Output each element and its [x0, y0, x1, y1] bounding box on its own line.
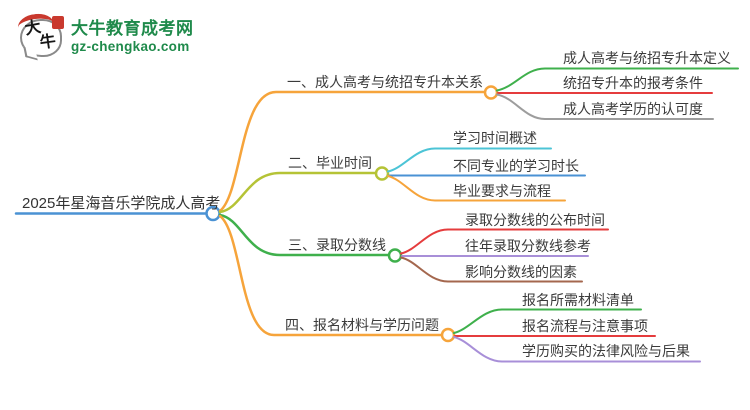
child-4-2-label: 报名流程与注意事项	[522, 318, 648, 334]
branch-3-label: 三、录取分数线	[288, 237, 386, 253]
branch-1-label: 一、成人高考与统招专升本关系	[287, 74, 483, 90]
child-2-1-label: 学习时间概述	[453, 130, 537, 146]
branch-2-line	[218, 171, 377, 214]
logo-red-seal	[52, 16, 64, 29]
child-3-2-label: 往年录取分数线参考	[465, 238, 591, 254]
child-3-1-line	[400, 228, 609, 255]
branch-1-node-circle	[483, 85, 499, 100]
child-1-3-label: 成人高考学历的认可度	[563, 101, 703, 117]
child-3-3-line	[400, 256, 583, 283]
child-2-3-label: 毕业要求与流程	[453, 183, 551, 199]
child-4-3-line	[453, 336, 701, 363]
logo-text: 大牛教育成考网 gz-chengkao.com	[71, 19, 194, 55]
root-topic-label: 2025年星海音乐学院成人高考	[22, 195, 221, 212]
logo-domain: gz-chengkao.com	[71, 38, 190, 54]
logo-title: 大牛教育成考网	[71, 19, 194, 39]
child-1-1-label: 成人高考与统招专升本定义	[563, 50, 731, 66]
branch-4-label: 四、报名材料与学历问题	[285, 317, 439, 333]
branch-2-node-circle	[374, 166, 390, 181]
child-2-1-line	[387, 147, 552, 173]
child-4-3-label: 学历购买的法律风险与后果	[522, 343, 690, 359]
child-1-3-line	[496, 93, 714, 120]
child-2-3-line	[387, 175, 566, 202]
child-4-1-label: 报名所需材料清单	[522, 292, 634, 308]
site-logo: 大 牛 大牛教育成考网 gz-chengkao.com	[16, 11, 194, 61]
branch-3-line	[218, 213, 390, 257]
child-3-1-label: 录取分数线的公布时间	[465, 212, 605, 228]
child-2-2-label: 不同专业的学习时长	[453, 158, 579, 174]
child-1-2-label: 统招专升本的报考条件	[563, 75, 703, 91]
branch-4-node-circle	[440, 327, 456, 343]
branch-1-line	[218, 90, 486, 213]
child-3-3-label: 影响分数线的因素	[465, 264, 577, 280]
branch-4-line	[218, 214, 443, 337]
child-1-1-line	[496, 67, 739, 92]
branch-3-node-circle	[387, 248, 403, 263]
branch-2-label: 二、毕业时间	[288, 155, 372, 171]
root-node-circle	[205, 205, 221, 222]
logo-speech-bubble-icon: 大 牛	[16, 11, 64, 61]
child-4-1-line	[453, 308, 642, 334]
